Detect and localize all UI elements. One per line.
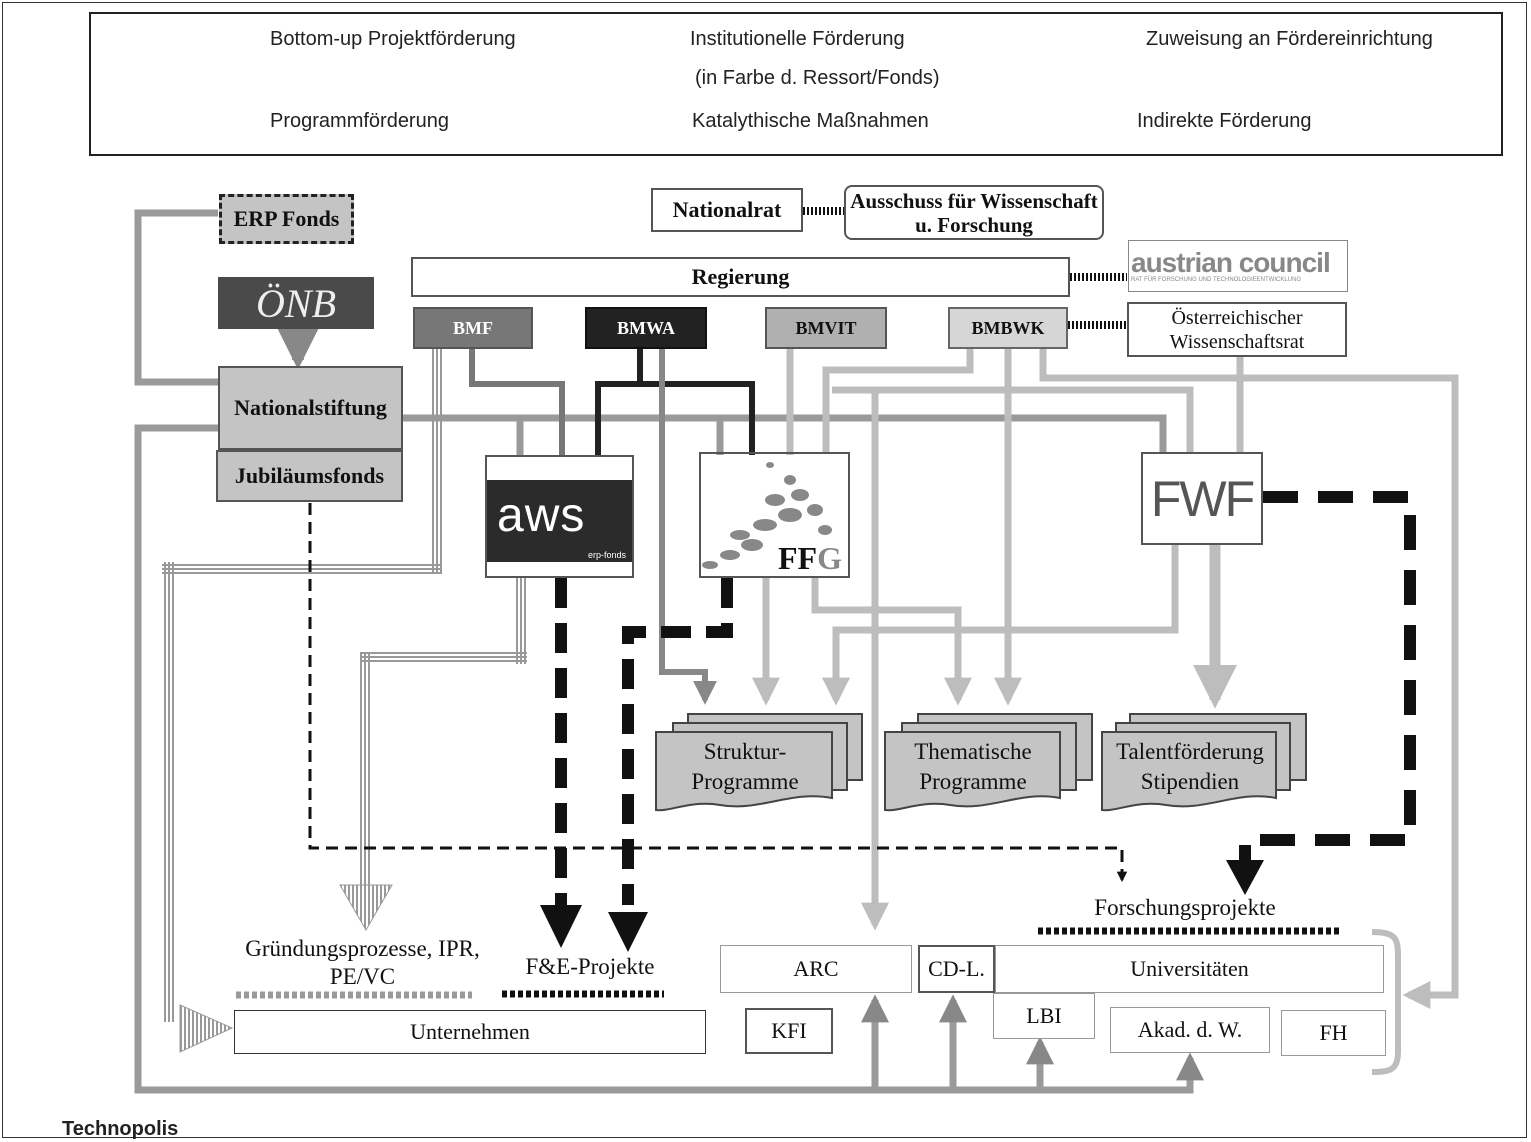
aws-logo: aws erp-fonds	[487, 480, 632, 562]
node-bmvit: BMVIT	[765, 307, 887, 349]
ffg-wordmark: FFG	[778, 540, 842, 577]
node-talentfoerderung: Talentförderung Stipendien	[1116, 739, 1264, 794]
fwf-forschung-line	[1239, 491, 1416, 860]
aws-subtitle: erp-fonds	[587, 550, 626, 560]
bmf-katalytisch	[162, 348, 527, 1053]
legend-label-institutionell-note: (in Farbe d. Ressort/Fonds)	[695, 67, 940, 89]
node-universitaeten: Universitäten	[995, 945, 1384, 993]
outer-gray-lines	[134, 209, 1204, 1094]
node-jubilaeumsfonds: Jubiläumsfonds	[216, 450, 403, 502]
ffg-wordmark-g: G	[817, 540, 842, 576]
node-fh: FH	[1281, 1010, 1386, 1056]
node-gruendungsprozesse: Gründungsprozesse, IPR, PE/VC	[245, 936, 480, 989]
node-austrian-council-logo: austrian council RAT FÜR FORSCHUNG UND T…	[1128, 240, 1348, 292]
dotted-underlines	[502, 927, 1340, 998]
ffg-fe-arrowhead	[608, 912, 648, 952]
node-akad: Akad. d. W.	[1110, 1007, 1270, 1053]
advisory-links	[803, 207, 1127, 329]
ffg-wordmark-ff: FF	[778, 540, 818, 576]
node-bmwa: BMWA	[585, 307, 707, 349]
legend-label-institutionell: Institutionelle Förderung	[690, 28, 905, 50]
fwf-wordmark: FWF	[1150, 470, 1255, 527]
austrian-council-wordmark: austrian council	[1131, 247, 1331, 278]
node-bmf: BMF	[413, 307, 533, 349]
universities-bracket	[1371, 929, 1401, 1075]
bmwa-lines	[595, 348, 755, 705]
bmvit-lines	[752, 348, 1179, 931]
legend-label-indirekt: Indirekte Förderung	[1137, 110, 1312, 132]
legend-label-katalytisch: Katalythische Maßnahmen	[692, 110, 929, 132]
node-unternehmen: Unternehmen	[234, 1010, 706, 1054]
node-ausschuss: Ausschuss für Wissenschaft u. Forschung	[844, 185, 1104, 240]
bmbwk-lines	[994, 348, 1459, 1009]
node-forschungsprojekte: Forschungsprojekte	[1094, 895, 1276, 920]
node-fwf-box: FWF	[1141, 452, 1263, 545]
legend-label-bottomup: Bottom-up Projektförderung	[270, 28, 516, 50]
programme-stacks	[655, 713, 1307, 812]
node-nationalrat: Nationalrat	[651, 188, 803, 232]
node-ffg-box	[699, 452, 850, 578]
ffg-logo-shape	[702, 462, 832, 569]
node-onb-logo: ÖNB	[218, 277, 374, 329]
node-regierung: Regierung	[411, 257, 1070, 297]
node-nationalstiftung: Nationalstiftung	[218, 366, 403, 450]
node-struktur-programme: Struktur-Programme	[691, 739, 799, 794]
aws-fe-arrowhead	[540, 905, 582, 948]
node-erp-fonds: ERP Fonds	[219, 194, 354, 244]
node-fe-projekte: F&E-Projekte	[525, 954, 655, 979]
node-kfi: KFI	[745, 1008, 833, 1054]
legend-label-programm: Programmförderung	[270, 110, 449, 132]
node-arc: ARC	[720, 945, 912, 993]
fwf-forschung-arrowhead	[1226, 860, 1264, 895]
node-thematische-programme: Thematische Programme	[914, 739, 1032, 794]
bmf-lines	[469, 348, 565, 455]
ffg-fe-line	[622, 578, 733, 905]
austrian-council-subtitle: RAT FÜR FORSCHUNG UND TECHNOLOGIEENTWICK…	[1131, 277, 1302, 283]
legend-label-zuweisung: Zuweisung an Fördereinrichtung	[1146, 28, 1433, 50]
jubi-dashed-line	[308, 503, 1128, 883]
node-bmbwk: BMBWK	[948, 307, 1068, 349]
node-cdl: CD-L.	[918, 945, 995, 993]
source-label: Technopolis	[62, 1118, 179, 1140]
node-lbi: LBI	[993, 993, 1095, 1039]
legend	[89, 12, 1503, 156]
node-wissenschaftsrat: Österreichischer Wissenschaftsrat	[1127, 302, 1347, 357]
aws-wordmark: aws	[497, 489, 586, 542]
